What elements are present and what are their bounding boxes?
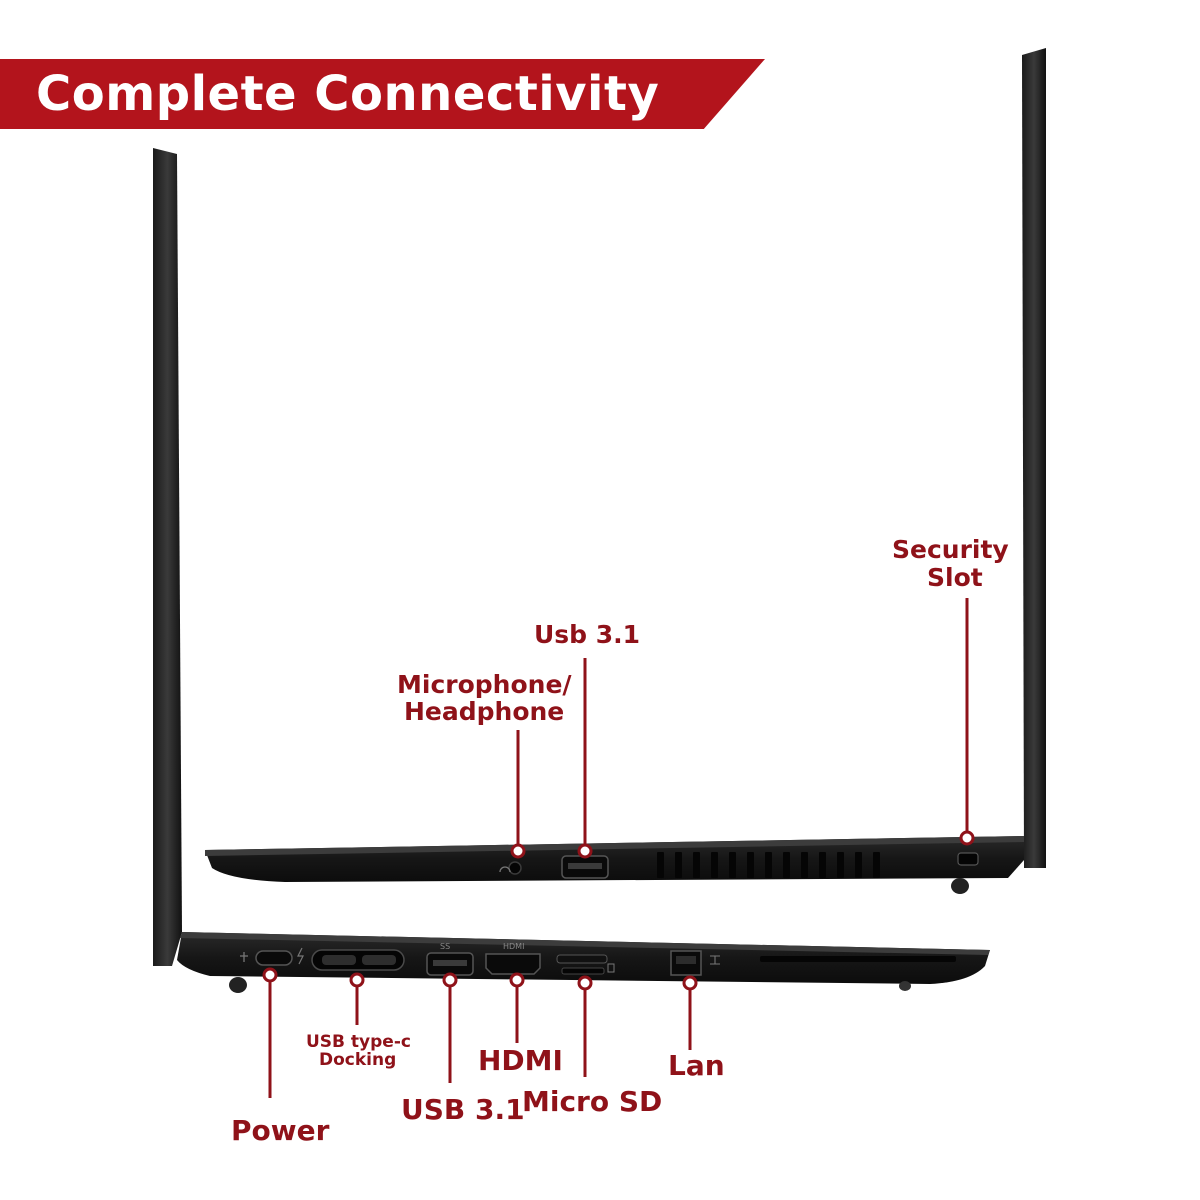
lan-icon: [710, 955, 720, 965]
title-banner: [0, 59, 765, 129]
usb-ss-mark: SS: [440, 942, 450, 951]
sd-icon: [607, 963, 615, 973]
label-security-line1: Security: [892, 535, 1009, 564]
label-hdmi: HDMI: [478, 1044, 563, 1077]
micro-sd-slot: [561, 967, 605, 975]
right-laptop-lid: [1022, 48, 1046, 868]
headphone-icon: [499, 866, 511, 873]
label-micro-sd: Micro SD: [522, 1085, 663, 1118]
banner-title: Complete Connectivity: [36, 66, 660, 122]
hdmi-port: [485, 953, 541, 975]
label-microphone-line2: Headphone: [404, 697, 565, 726]
air-vents: [657, 852, 880, 878]
smart-card-slot: [760, 956, 956, 962]
label-security-line2: Slot: [927, 563, 983, 592]
label-usb-c-line1: USB type-c: [306, 1032, 411, 1052]
thunderbolt-icon: [297, 947, 304, 965]
power-usb-c-port: [255, 950, 293, 966]
label-usb-bottom: USB 3.1: [401, 1093, 525, 1126]
headphone-jack: [508, 861, 522, 875]
label-usb-c-line2: Docking: [319, 1050, 397, 1070]
leader-lines: [262, 598, 975, 1098]
sim-slot: [556, 954, 608, 964]
hdmi-mark: HDMI: [503, 942, 524, 951]
label-microphone-line1: Microphone/: [397, 670, 572, 699]
power-icon: [240, 952, 248, 962]
security-slot: [957, 852, 979, 866]
upper-laptop-body: [205, 836, 1024, 894]
label-power: Power: [231, 1114, 330, 1147]
lower-laptop-body: SS HDMI: [177, 932, 990, 993]
left-laptop-lid: [153, 148, 182, 966]
label-usb-top: Usb 3.1: [534, 620, 641, 649]
label-lan: Lan: [668, 1049, 725, 1082]
